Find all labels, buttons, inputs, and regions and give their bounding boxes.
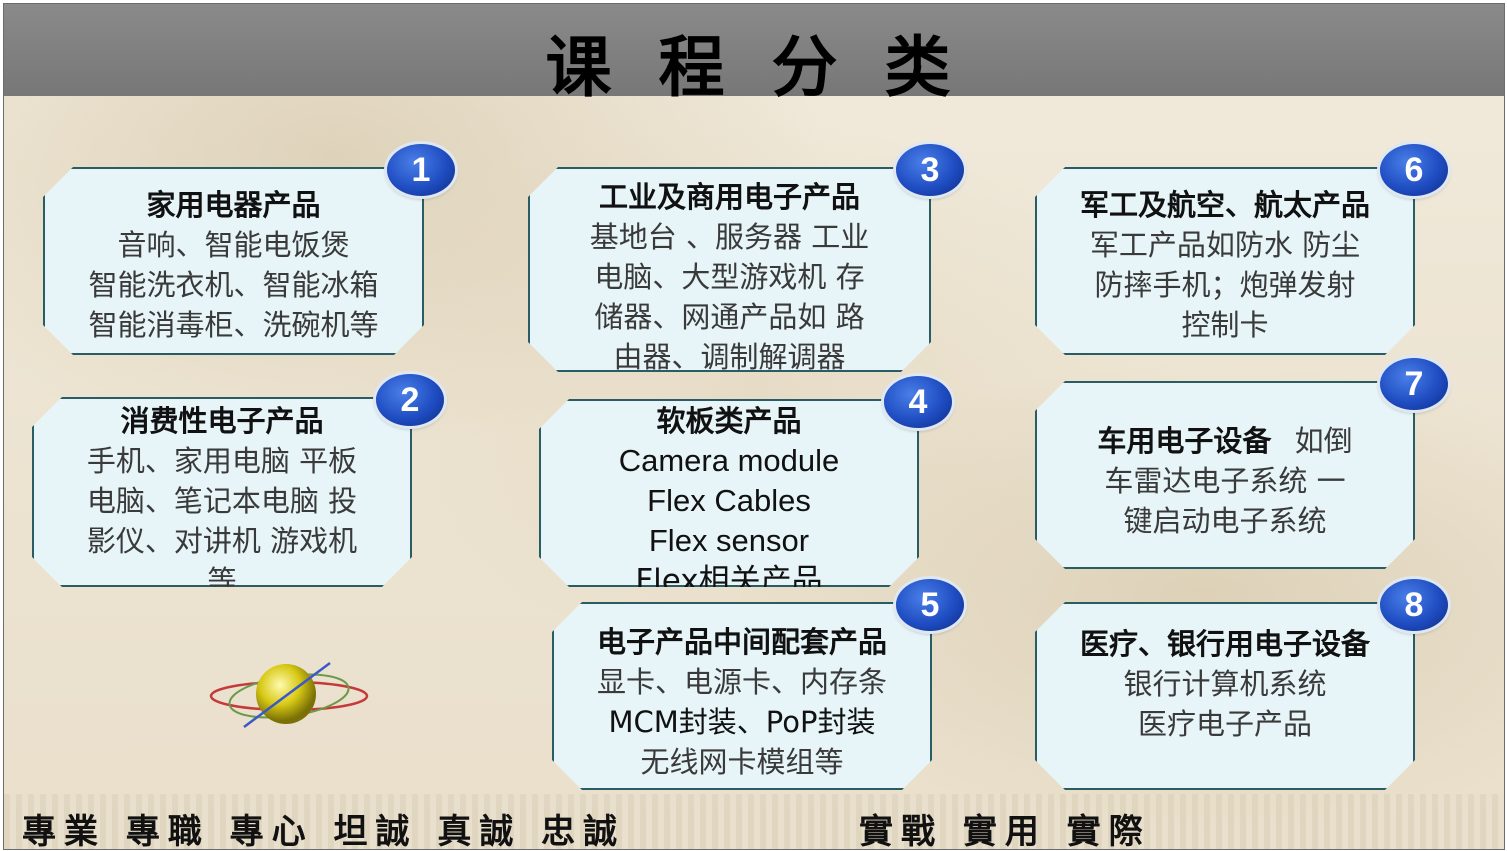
slide: 课 程 分 类 家用电器产品 音响、智能电饭煲 智能洗衣机、智能冰箱 智能消毒柜… [3,3,1505,850]
card-title: 军工及航空、航太产品 [1079,188,1370,222]
card-title: 电子产品中间配套产品 [596,625,887,659]
card-line: Flex Cables [647,483,811,518]
number-badge-2: 2 [376,374,444,426]
title-bar [4,4,1504,96]
category-card-4: 软板类产品 Camera module Flex Cables Flex sen… [539,399,919,587]
page-title: 课 程 分 类 [545,28,963,106]
card-line: Flex sensor [648,523,810,558]
card-line: 银行计算机系统 [1123,667,1327,701]
card-line: 防摔手机；炮弹发射 [1094,268,1356,302]
card-line: MCM封装、PoP封装 [608,705,876,739]
category-card-8: 医疗、银行用电子设备 银行计算机系统 医疗电子产品 [1035,602,1415,790]
card-title: 医疗、银行用电子设备 [1079,627,1370,661]
category-card-2: 消费性电子产品 手机、家用电脑 平板 电脑、笔记本电脑 投 影仪、对讲机 游戏机… [32,397,412,587]
card-line: 军工产品如防水 防尘 [1089,228,1361,262]
category-card-6: 军工及航空、航太产品 军工产品如防水 防尘 防摔手机；炮弹发射 控制卡 [1035,167,1415,355]
card-line: Camera module [618,443,840,478]
footer-motto-left: 專業 專職 專心 坦誠 真誠 忠誠 [22,812,626,850]
category-card-7: 车用电子设备 如倒 车雷达电子系统 一 键启动电子系统 [1035,381,1415,569]
number-badge-1: 1 [387,144,455,196]
card-line: 电脑、大型游戏机 存 [594,260,865,294]
card-line: 显卡、电源卡、内存条 [596,665,887,699]
card-line: Flex相关产品 [635,563,823,599]
card-line-group: 车用电子设备 如倒 [1037,421,1413,461]
globe-icon [209,661,369,729]
card-title: 消费性电子产品 [120,404,324,438]
card-title: 家用电器产品 [146,188,321,222]
card-line: 手机、家用电脑 平板 [86,444,358,478]
number-badge-3: 3 [896,144,964,196]
card-line: 医疗电子产品 [1137,707,1312,741]
card-line: 储器、网通产品如 路 [594,300,865,334]
card-line: 无线网卡模组等 [640,745,844,779]
card-line: 车雷达电子系统 一 [1104,464,1346,498]
card-line: 基地台 、服务器 工业 [589,220,870,254]
category-card-1: 家用电器产品 音响、智能电饭煲 智能洗衣机、智能冰箱 智能消毒柜、洗碗机等 [43,167,424,355]
card-title: 软板类产品 [656,404,802,438]
card-line: 音响、智能电饭煲 [117,228,350,262]
card-line: 如倒 [1294,424,1353,458]
card-line: 智能洗衣机、智能冰箱 [88,268,379,302]
number-badge-4: 4 [884,376,952,428]
card-line: 智能消毒柜、洗碗机等 [88,308,379,342]
card-line: 电脑、笔记本电脑 投 [86,484,358,518]
card-line: 影仪、对讲机 游戏机 [86,524,358,558]
card-line: 键启动电子系统 [1123,504,1327,538]
card-line: 由器、调制解调器 [613,340,846,374]
category-card-3: 工业及商用电子产品 基地台 、服务器 工业 电脑、大型游戏机 存 储器、网通产品… [528,167,931,372]
card-line: 等 [207,564,237,598]
footer-motto-right: 實戰 實用 實際 [859,812,1151,850]
category-card-5: 电子产品中间配套产品 显卡、电源卡、内存条 MCM封装、PoP封装 无线网卡模组… [552,602,932,790]
footer-strip [4,794,1504,849]
card-line: 控制卡 [1181,308,1269,342]
number-badge-7: 7 [1380,358,1448,410]
card-title: 车用电子设备 [1097,424,1272,458]
card-title: 工业及商用电子产品 [598,180,860,214]
number-badge-5: 5 [896,579,964,631]
number-badge-6: 6 [1380,144,1448,196]
number-badge-8: 8 [1380,579,1448,631]
